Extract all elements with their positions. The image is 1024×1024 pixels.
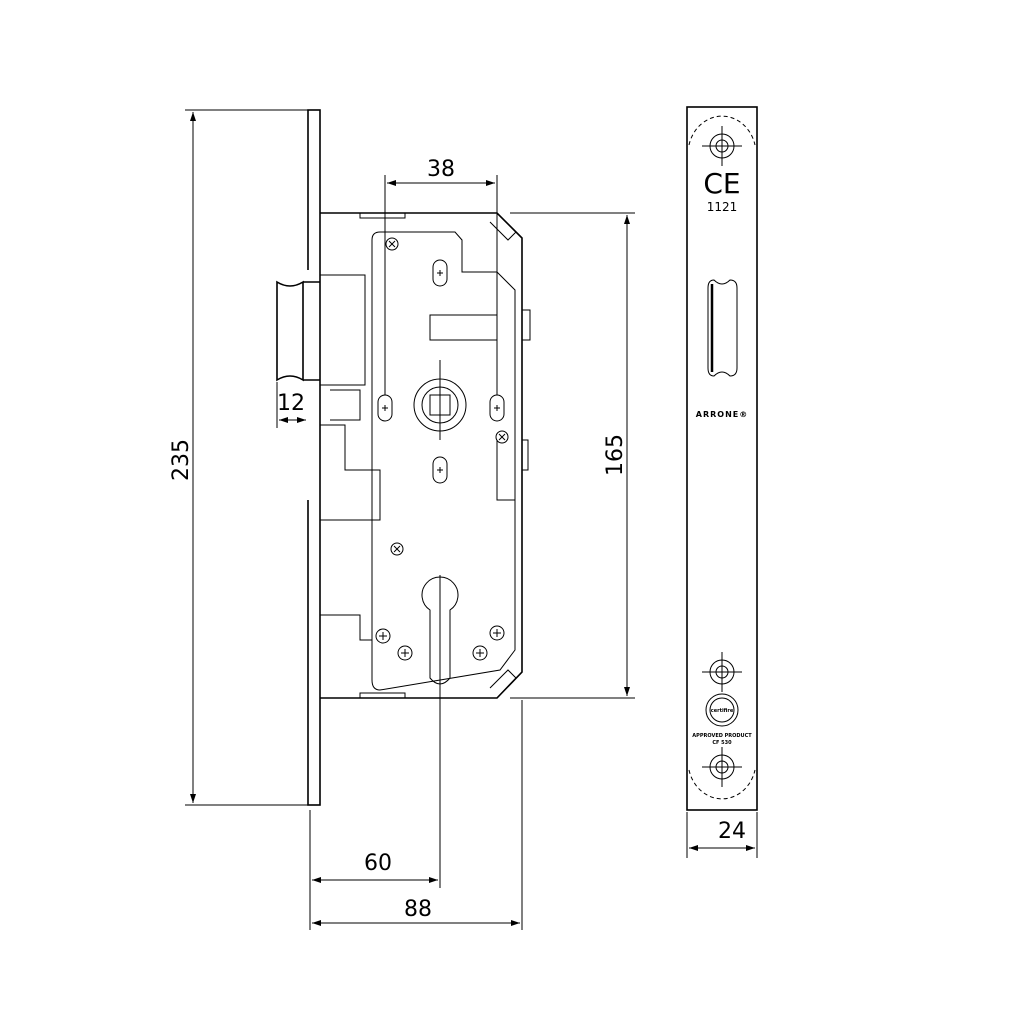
approved-product-text: APPROVED PRODUCT: [692, 733, 752, 739]
svg-text:certifire: certifire: [711, 708, 734, 714]
dimension-88: 88: [312, 700, 523, 930]
side-faceplate: [306, 109, 321, 806]
dimension-label-235: 235: [169, 439, 194, 481]
dimension-235: 235: [169, 109, 308, 806]
dimension-label-12: 12: [277, 391, 305, 416]
front-faceplate: CE 1121 ARRONE® certifire APPROVED PRODU…: [686, 106, 758, 811]
screw-hole-bottom-1: [702, 652, 742, 692]
ce-mark: CE: [703, 167, 740, 200]
screw-hole-top: [702, 126, 742, 166]
dimension-label-24: 24: [718, 819, 746, 844]
lock-body: [320, 212, 531, 699]
certifire-logo: certifire: [705, 693, 739, 727]
cert-number: CF 530: [712, 740, 732, 746]
dimension-38: 38: [384, 157, 498, 395]
dimension-label-165: 165: [603, 434, 628, 476]
screw-hole-bottom-2: [702, 747, 742, 787]
brand-logo: ARRONE®: [696, 410, 748, 419]
latch-bolt: [276, 280, 320, 382]
dimension-24: 24: [686, 812, 758, 858]
latch-opening: [707, 279, 738, 377]
dimension-12: 12: [276, 382, 306, 428]
dimension-label-88: 88: [404, 897, 432, 922]
dimension-label-38: 38: [427, 157, 455, 182]
dimension-60: 60: [309, 698, 441, 930]
dimension-label-60: 60: [364, 851, 392, 876]
ce-number: 1121: [707, 200, 738, 214]
dimension-165: 165: [510, 212, 635, 699]
